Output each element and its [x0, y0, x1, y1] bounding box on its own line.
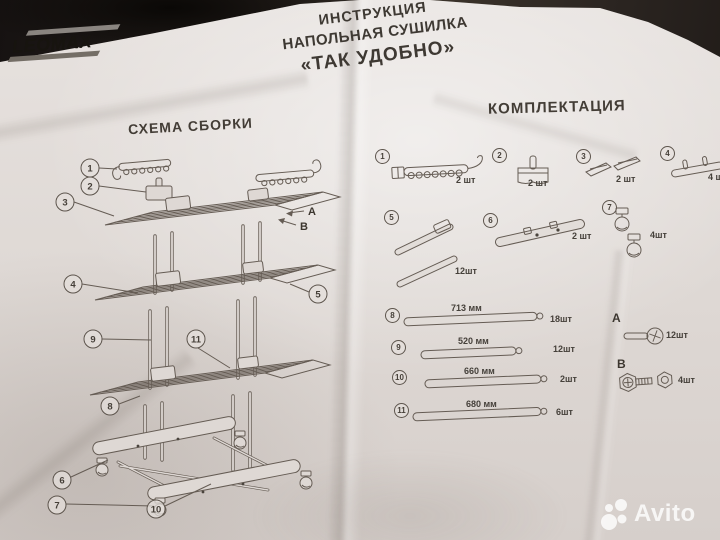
svg-text:2: 2 — [87, 182, 92, 193]
kit-item-10-length: 660 мм — [464, 366, 495, 376]
fastener-b-qty: 4шт — [678, 375, 695, 385]
callout-6: 6 — [52, 470, 72, 490]
kit-item-2-qty: 2 шт — [528, 178, 548, 188]
callout-5: 5 — [308, 284, 328, 304]
kit-item-11-number: 11 — [394, 403, 409, 418]
tube-660-icon — [424, 374, 548, 389]
avito-watermark: Avito — [601, 496, 696, 532]
callout-7: 7 — [47, 495, 67, 515]
kit-item-2-number: 2 — [492, 148, 507, 163]
tier3-rack-drawing — [89, 355, 332, 396]
kit-item-4-number: 4 — [660, 146, 675, 161]
tier1-rack-drawing — [104, 187, 342, 226]
kit-item-3-qty: 2 шт — [616, 174, 636, 184]
page-title: ИНСТРУКЦИЯ НАПОЛЬНАЯ СУШИЛКА «ТАК УДОБНО… — [265, 0, 486, 81]
hook-rail-right-drawing — [255, 159, 322, 187]
svg-text:6: 6 — [59, 476, 64, 487]
tube-713-icon — [403, 311, 544, 327]
bolt-and-nut-icon — [619, 371, 673, 393]
svg-text:1: 1 — [87, 164, 93, 175]
kit-item-5-number: 5 — [384, 210, 399, 225]
callout-8: 8 — [100, 396, 120, 416]
long-bar-icon — [495, 219, 585, 247]
kit-item-9-length: 520 мм — [458, 336, 489, 346]
svg-text:9: 9 — [90, 335, 95, 346]
callout-10: 10 — [146, 499, 166, 519]
kit-item-1-number: 1 — [375, 149, 390, 164]
kit-item-5-qty: 12шт — [455, 266, 477, 276]
assembly-scheme-title: СХЕМА СБОРКИ — [127, 114, 254, 138]
caster-wheel-icon — [614, 207, 642, 258]
tier2-rack-drawing — [94, 260, 337, 301]
watermark-text: Avito — [634, 500, 696, 527]
corner-connector-icon — [585, 156, 641, 177]
svg-text:3: 3 — [62, 198, 67, 209]
label-A: A — [286, 206, 316, 218]
fastener-b-letter: B — [617, 357, 626, 371]
kit-item-11-length: 680 мм — [466, 399, 497, 409]
svg-text:5: 5 — [315, 290, 321, 301]
fastener-a-qty: 12шт — [666, 330, 688, 340]
kit-item-9-number: 9 — [391, 340, 406, 355]
base-bars-drawing — [92, 416, 301, 501]
label-B: B — [278, 218, 308, 233]
callout-3: 3 — [55, 192, 75, 212]
flat-rail-icon — [394, 219, 458, 288]
tube-680-icon — [412, 407, 548, 422]
fastener-a-letter: A — [612, 311, 621, 325]
kit-item-10-number: 10 — [392, 370, 407, 385]
callout-11: 11 — [186, 329, 206, 349]
kit-item-6-number: 6 — [483, 213, 498, 228]
svg-text:11: 11 — [191, 335, 202, 346]
parts-list-title: КОМПЛЕКТАЦИЯ — [487, 97, 626, 118]
hook-rail-left-drawing — [112, 158, 172, 180]
kit-item-8-qty: 18шт — [550, 314, 572, 324]
svg-text:A: A — [308, 206, 316, 218]
svg-text:4: 4 — [70, 280, 76, 291]
callout-9: 9 — [83, 329, 103, 349]
clamp-drawing — [145, 177, 173, 201]
brand-logo: LEOMAX — [7, 24, 121, 63]
screw-icon — [623, 327, 664, 345]
tube-520-icon — [420, 346, 523, 360]
kit-item-6-qty: 2 шт — [572, 231, 592, 241]
svg-text:10: 10 — [151, 505, 162, 516]
kit-item-11-qty: 6шт — [556, 407, 573, 417]
svg-text:7: 7 — [54, 501, 59, 512]
kit-item-8-number: 8 — [385, 308, 400, 323]
callout-4: 4 — [63, 274, 83, 294]
kit-item-7-number: 7 — [602, 200, 617, 215]
kit-item-8-length: 713 мм — [451, 303, 482, 313]
hook-rail-icon — [391, 155, 483, 180]
callout-leader-lines — [65, 167, 310, 507]
avito-logo-icon — [601, 499, 627, 530]
kit-item-3-number: 3 — [576, 149, 591, 164]
callout-1: 1 — [80, 158, 100, 178]
svg-text:B: B — [300, 221, 308, 233]
kit-item-9-qty: 12шт — [553, 344, 575, 354]
kit-item-4-qty: 4 шт — [708, 172, 720, 182]
assembly-diagram: 1 2 3 4 5 9 11 8 6 7 10 A B — [47, 158, 342, 519]
svg-text:8: 8 — [107, 402, 112, 413]
kit-item-7-qty: 4шт — [650, 230, 667, 240]
callout-2: 2 — [80, 176, 100, 196]
peg-bar-icon — [671, 156, 720, 178]
kit-item-10-qty: 2шт — [560, 374, 577, 384]
clamp-icon — [517, 155, 549, 184]
kit-item-1-qty: 2 шт — [456, 175, 476, 185]
